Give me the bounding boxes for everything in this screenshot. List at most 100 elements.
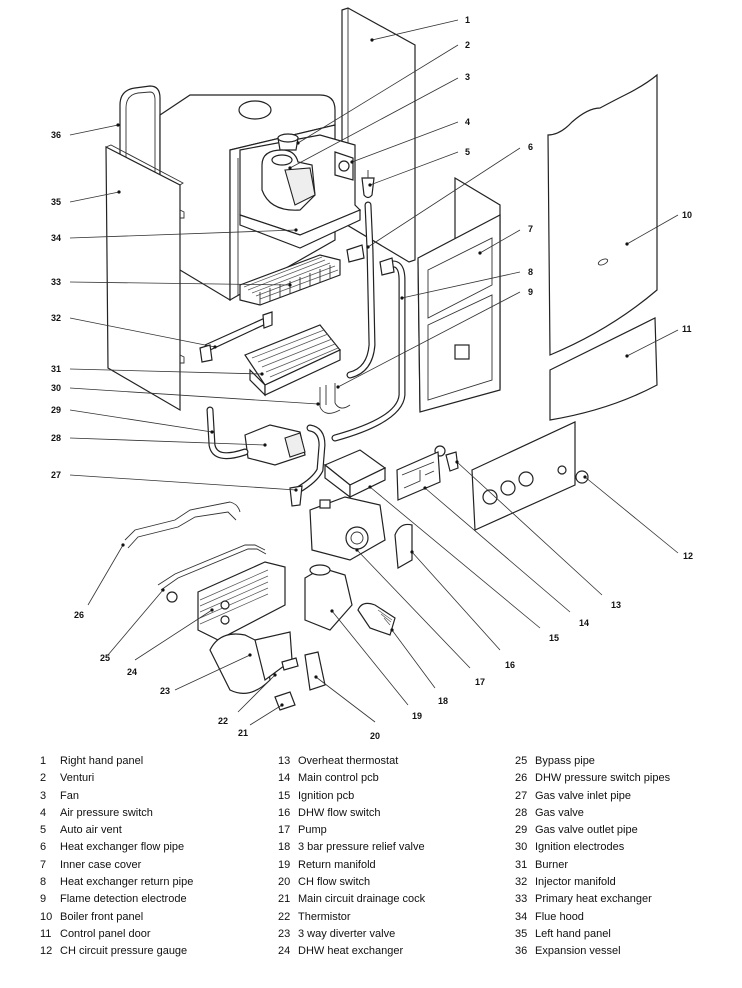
legend-item: 18 3 bar pressure relief valve (278, 839, 508, 856)
legend-number: 11 (40, 927, 52, 940)
legend-item: 10 Boiler front panel (40, 909, 270, 926)
callout-1: 1 (465, 15, 470, 25)
left-hand-panel (105, 144, 185, 412)
legend-label: DHW flow switch (298, 806, 381, 819)
dhw-pressure-switch-pipes (124, 501, 241, 549)
callout-25: 25 (100, 653, 110, 663)
legend-label: Primary heat exchanger (535, 893, 652, 906)
callout-16: 16 (505, 660, 515, 670)
heat-exchanger-return-pipe (331, 257, 406, 442)
legend-label: CH flow switch (298, 876, 371, 889)
callout-33: 33 (51, 277, 61, 287)
legend-number: 8 (40, 876, 47, 889)
legend-number: 15 (278, 789, 291, 802)
legend-number: 14 (278, 772, 291, 785)
legend-label: Heat exchanger return pipe (60, 876, 194, 889)
dhw-flow-switch (394, 523, 413, 569)
dhw-heat-exchanger (197, 561, 286, 641)
control-panel-fascia (471, 421, 576, 531)
callout-12: 12 (683, 551, 693, 561)
legend-label: Thermistor (298, 910, 351, 923)
legend-label: Boiler front panel (60, 910, 144, 923)
callout-23: 23 (160, 686, 170, 696)
pressure-relief-valve (357, 602, 396, 636)
legend-label: Heat exchanger flow pipe (60, 841, 185, 854)
thermistor (281, 657, 299, 671)
callout-numbers: 1 2 3 4 5 6 7 8 9 10 11 12 13 14 15 16 1… (51, 15, 693, 741)
legend-number: 10 (40, 910, 53, 923)
legend-label: 3 bar pressure relief valve (298, 841, 425, 854)
auto-air-vent (361, 170, 375, 199)
legend-number: 20 (278, 876, 291, 889)
control-panel-door (549, 317, 658, 421)
legend-label: Injector manifold (535, 876, 616, 889)
callout-7: 7 (528, 224, 533, 234)
callout-20: 20 (370, 731, 380, 741)
injector-manifold (199, 311, 273, 363)
callout-9: 9 (528, 287, 533, 297)
burner (244, 324, 341, 397)
legend-number: 9 (40, 893, 47, 906)
legend-number: 34 (515, 910, 528, 923)
main-circuit-drainage-cock (274, 691, 296, 711)
legend-number: 4 (40, 806, 47, 819)
callout-36: 36 (51, 130, 61, 140)
legend-label: Inner case cover (60, 858, 142, 871)
callout-leaders (69, 19, 679, 726)
legend-label: Overheat thermostat (298, 755, 399, 767)
gas-valve-inlet-pipe (289, 424, 326, 507)
legend-number: 26 (515, 772, 528, 785)
callout-6: 6 (528, 142, 533, 152)
inner-case-cover (417, 176, 501, 413)
legend-number: 28 (515, 806, 528, 819)
legend-number: 18 (278, 841, 291, 854)
legend-label: DHW heat exchanger (298, 945, 404, 958)
legend-number: 21 (278, 893, 291, 906)
three-way-diverter-valve (209, 631, 293, 694)
legend-label: Bypass pipe (535, 755, 595, 767)
legend-number: 1 (40, 755, 47, 767)
callout-22: 22 (218, 716, 228, 726)
legend-number: 19 (278, 858, 291, 871)
legend-label: Burner (535, 858, 569, 871)
legend-number: 33 (515, 893, 528, 906)
legend-label: Auto air vent (60, 824, 122, 837)
legend-number: 12 (40, 945, 53, 958)
legend-label: Fan (60, 789, 79, 802)
legend-number: 2 (40, 772, 47, 785)
callout-31: 31 (51, 364, 61, 374)
callout-35: 35 (51, 197, 61, 207)
legend-number: 25 (515, 755, 528, 767)
legend-number: 6 (40, 841, 47, 854)
exploded-diagram: 1 2 3 4 5 6 7 8 9 10 11 12 13 14 15 16 1… (51, 7, 693, 741)
callout-30: 30 (51, 383, 61, 393)
legend-label: Flame detection electrode (60, 893, 187, 906)
callout-3: 3 (465, 72, 470, 82)
callout-29: 29 (51, 405, 61, 415)
callout-15: 15 (549, 633, 559, 643)
primary-heat-exchanger (239, 254, 341, 306)
gas-valve (244, 424, 306, 466)
callout-26: 26 (74, 610, 84, 620)
legend-item: 6 Heat exchanger flow pipe (40, 839, 270, 856)
heat-exchanger-flow-pipe (346, 201, 376, 379)
legend-label: Air pressure switch (60, 806, 153, 819)
legend-number: 36 (515, 945, 528, 958)
callout-14: 14 (579, 618, 589, 628)
